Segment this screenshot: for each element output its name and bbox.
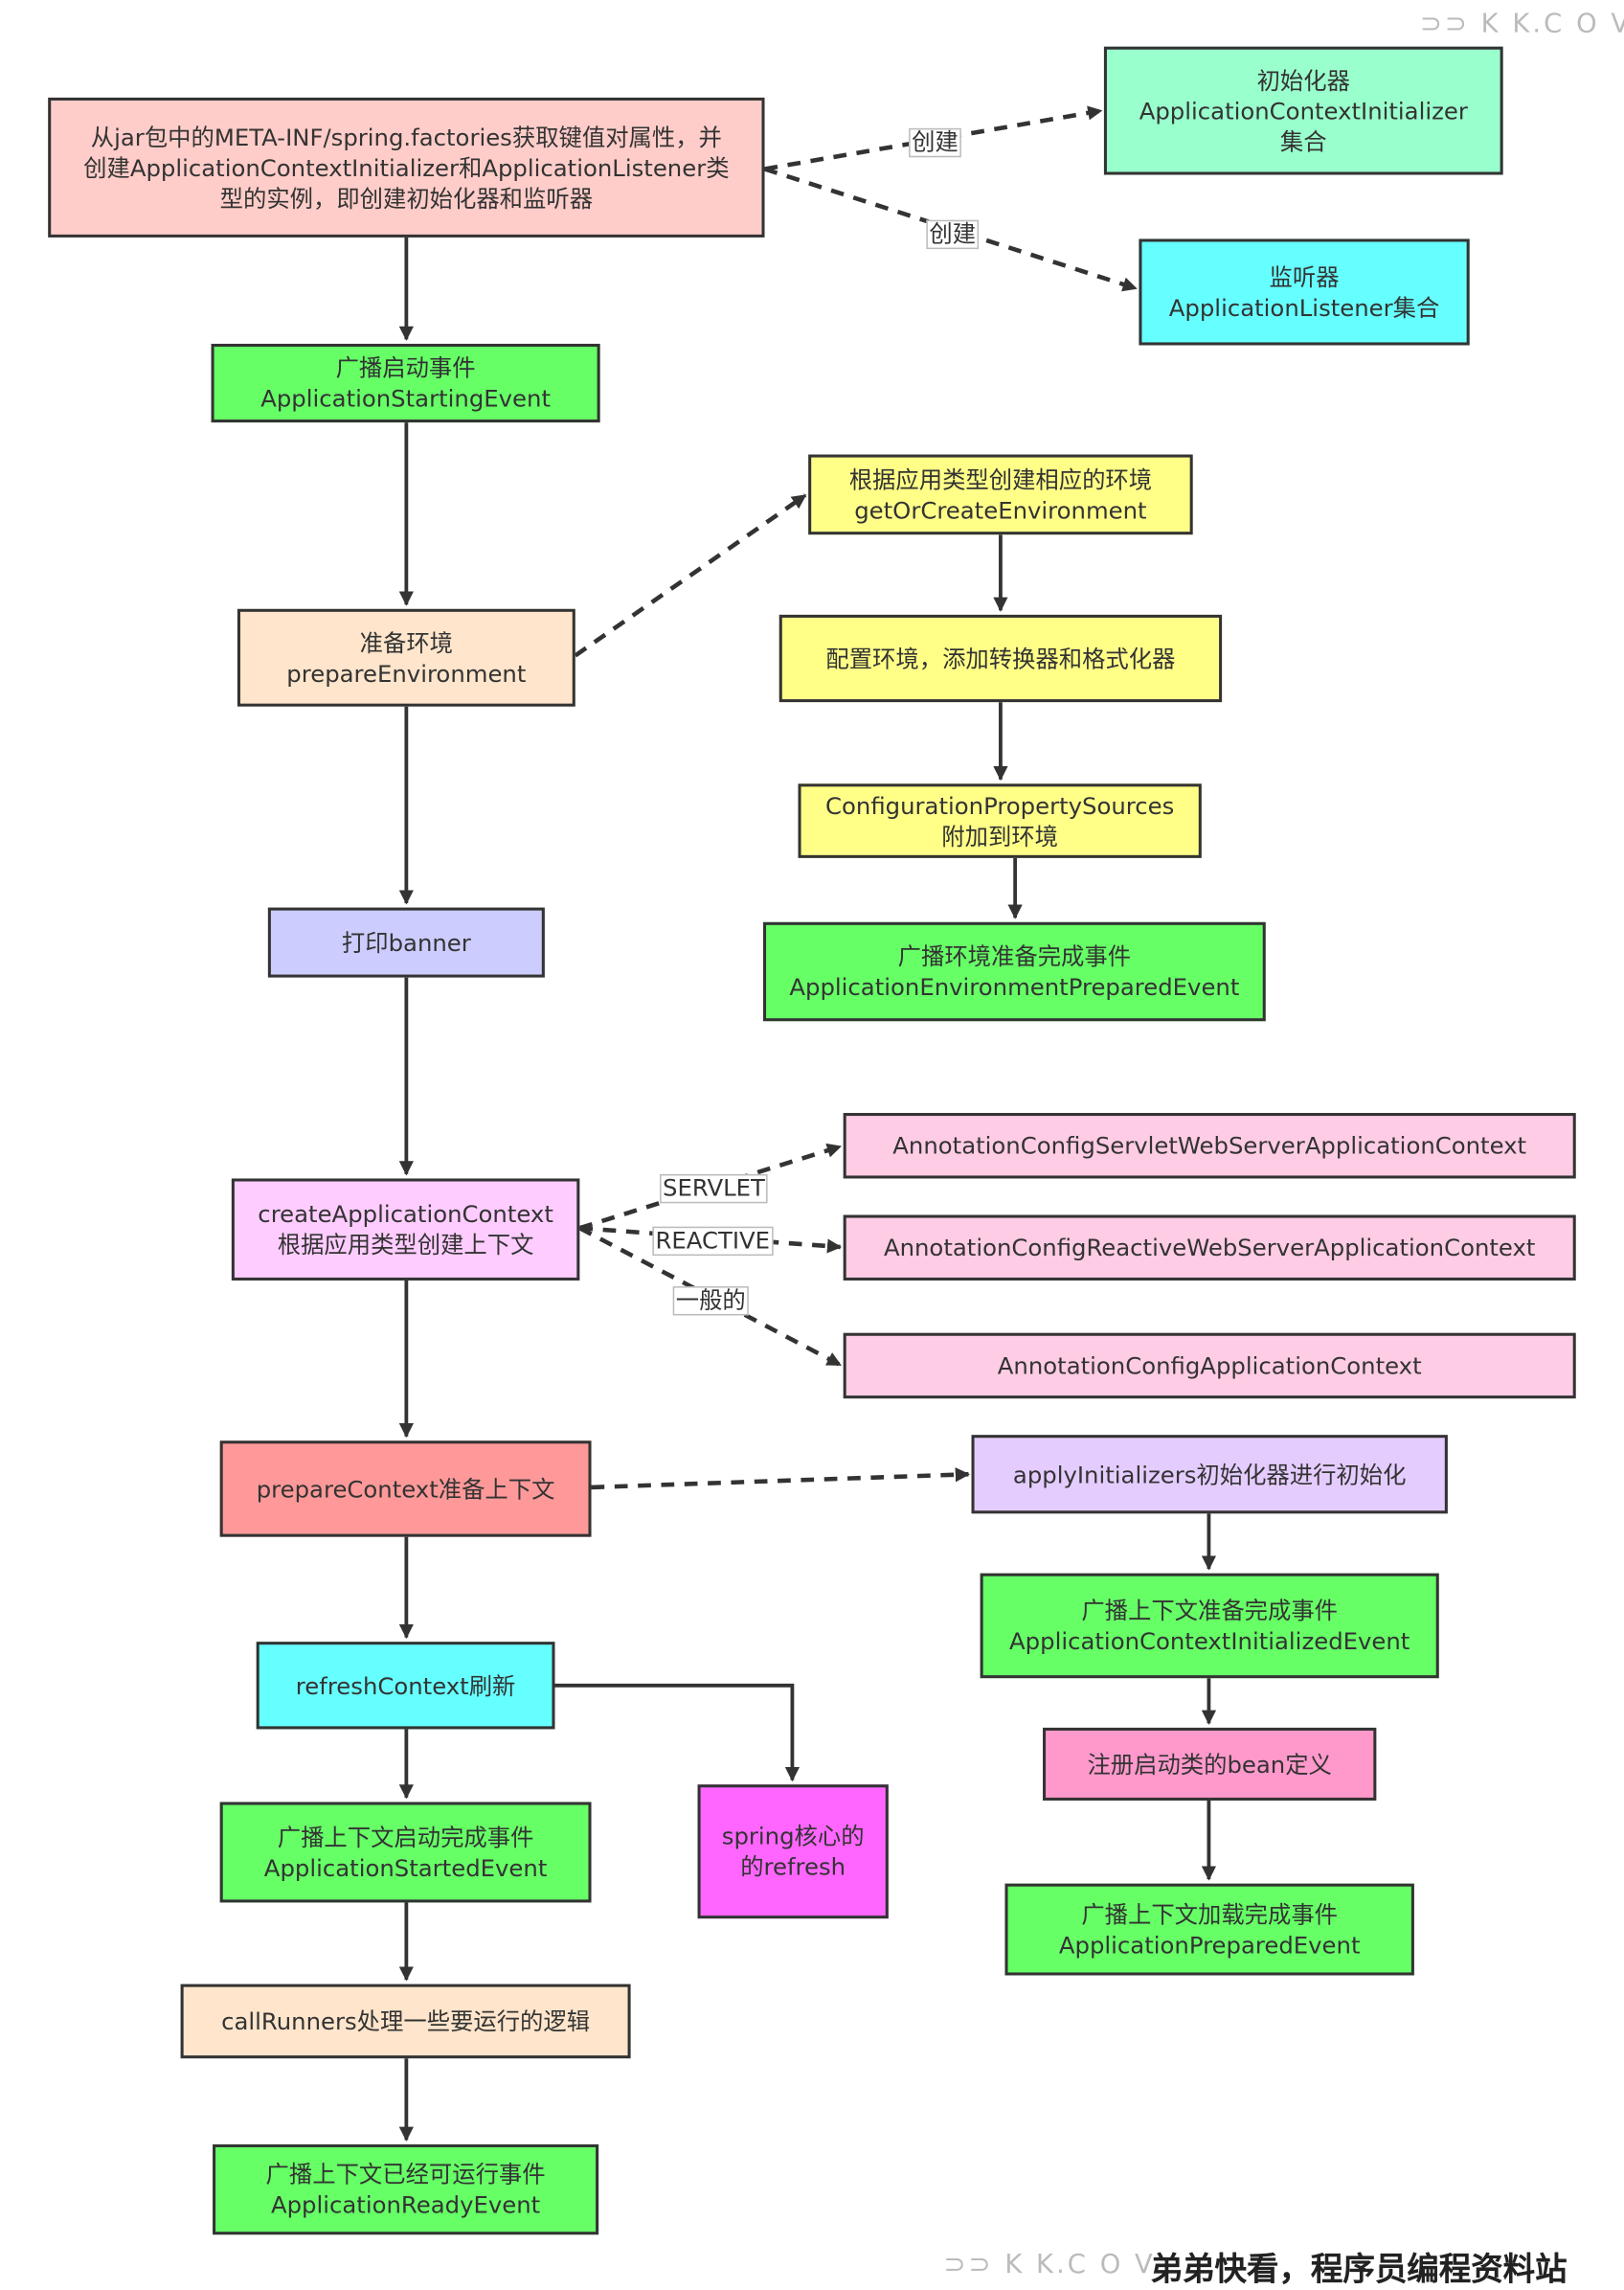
node-apply-initializers-text: applyInitializers初始化器进行初始化: [1012, 1460, 1407, 1488]
edge-label-reactive: REACTIVE: [652, 1226, 774, 1257]
node-refresh-context-text: refreshContext刷新: [295, 1671, 516, 1700]
node-listeners-text: 监听器 ApplicationListener集合: [1168, 262, 1440, 322]
node-reactive-context-text: AnnotationConfigReactiveWebServerApplica…: [883, 1234, 1536, 1262]
node-spring-refresh: spring核心的 的refresh: [697, 1784, 889, 1919]
node-attach-sources: ConfigurationPropertySources 附加到环境: [798, 783, 1202, 858]
node-configure-env: 配置环境，添加转换器和格式化器: [778, 614, 1223, 703]
edge-label-default: 一般的: [672, 1286, 749, 1316]
watermark-top-right: ⊃⊃ K K.C O V: [1419, 9, 1624, 40]
node-create-env: 根据应用类型创建相应的环境 getOrCreateEnvironment: [808, 454, 1193, 535]
node-reactive-context: AnnotationConfigReactiveWebServerApplica…: [843, 1214, 1576, 1281]
edge-label-create-initializers: 创建: [909, 127, 961, 158]
edge-refresh-to-spring-refresh: [554, 1683, 801, 1782]
node-context-initialized-event: 广播上下文准备完成事件 ApplicationContextInitialize…: [980, 1573, 1439, 1679]
node-prepare-context-text: prepareContext准备上下文: [256, 1475, 555, 1503]
node-ready-event: 广播上下文已经可运行事件 ApplicationReadyEvent: [213, 2143, 599, 2235]
node-load-factories: 从jar包中的META-INF/spring.factories获取键值对属性，…: [48, 97, 765, 238]
node-prepare-context: prepareContext准备上下文: [219, 1440, 592, 1537]
node-register-bean-text: 注册启动类的bean定义: [1087, 1750, 1332, 1779]
node-apply-initializers: applyInitializers初始化器进行初始化: [971, 1435, 1448, 1514]
node-starting-event: 广播启动事件 ApplicationStartingEvent: [211, 343, 600, 423]
node-servlet-context-text: AnnotationConfigServletWebServerApplicat…: [892, 1131, 1527, 1160]
node-prepare-env: 准备环境 prepareEnvironment: [237, 608, 575, 707]
watermark-bottom-text: 弟弟快看，程序员编程资料站: [1150, 2252, 1568, 2289]
node-call-runners-text: callRunners处理一些要运行的逻辑: [221, 2007, 591, 2035]
node-print-banner-text: 打印banner: [341, 928, 471, 957]
node-servlet-context: AnnotationConfigServletWebServerApplicat…: [843, 1113, 1576, 1179]
node-context-initialized-event-text: 广播上下文准备完成事件 ApplicationContextInitialize…: [1009, 1597, 1410, 1655]
edge-label-create-listeners: 创建: [926, 219, 980, 250]
node-ready-event-text: 广播上下文已经可运行事件 ApplicationReadyEvent: [265, 2160, 546, 2219]
edge-prepare-env-to-create-env: [574, 493, 807, 658]
node-initializers: 初始化器 ApplicationContextInitializer 集合: [1103, 46, 1503, 175]
node-configure-env-text: 配置环境，添加转换器和格式化器: [825, 645, 1176, 672]
node-call-runners: callRunners处理一些要运行的逻辑: [180, 1984, 631, 2059]
edge-label-servlet: SERVLET: [660, 1173, 768, 1204]
node-prepared-event-text: 广播上下文加载完成事件 ApplicationPreparedEvent: [1058, 1900, 1361, 1959]
node-spring-refresh-text: spring核心的 的refresh: [721, 1822, 865, 1881]
node-print-banner: 打印banner: [267, 907, 545, 978]
node-env-prepared-event: 广播环境准备完成事件 ApplicationEnvironmentPrepare…: [763, 921, 1266, 1022]
node-default-context-text: AnnotationConfigApplicationContext: [997, 1351, 1422, 1380]
node-register-bean: 注册启动类的bean定义: [1043, 1727, 1377, 1801]
node-initializers-text: 初始化器 ApplicationContextInitializer 集合: [1139, 66, 1468, 155]
node-starting-event-text: 广播启动事件 ApplicationStartingEvent: [260, 353, 551, 413]
node-env-prepared-event-text: 广播环境准备完成事件 ApplicationEnvironmentPrepare…: [789, 942, 1240, 1001]
watermark-bottom-mark: ⊃⊃ K K.C O V: [943, 2249, 1156, 2280]
node-create-context-text: createApplicationContext 根据应用类型创建上下文: [258, 1200, 553, 1259]
edge-prepare-context-to-apply: [591, 1467, 970, 1490]
node-prepared-event: 广播上下文加载完成事件 ApplicationPreparedEvent: [1004, 1883, 1414, 1976]
node-create-context: createApplicationContext 根据应用类型创建上下文: [231, 1178, 580, 1281]
node-default-context: AnnotationConfigApplicationContext: [843, 1332, 1576, 1399]
node-refresh-context: refreshContext刷新: [256, 1642, 555, 1730]
node-started-event-text: 广播上下文启动完成事件 ApplicationStartedEvent: [263, 1823, 548, 1882]
node-prepare-env-text: 准备环境 prepareEnvironment: [286, 628, 527, 688]
edge-create-context-to-reactive: [579, 1225, 843, 1254]
node-create-env-text: 根据应用类型创建相应的环境 getOrCreateEnvironment: [848, 465, 1153, 524]
node-started-event: 广播上下文启动完成事件 ApplicationStartedEvent: [219, 1802, 592, 1903]
node-listeners: 监听器 ApplicationListener集合: [1139, 238, 1470, 346]
node-attach-sources-text: ConfigurationPropertySources 附加到环境: [825, 791, 1175, 850]
node-load-factories-text: 从jar包中的META-INF/spring.factories获取键值对属性，…: [83, 123, 730, 213]
